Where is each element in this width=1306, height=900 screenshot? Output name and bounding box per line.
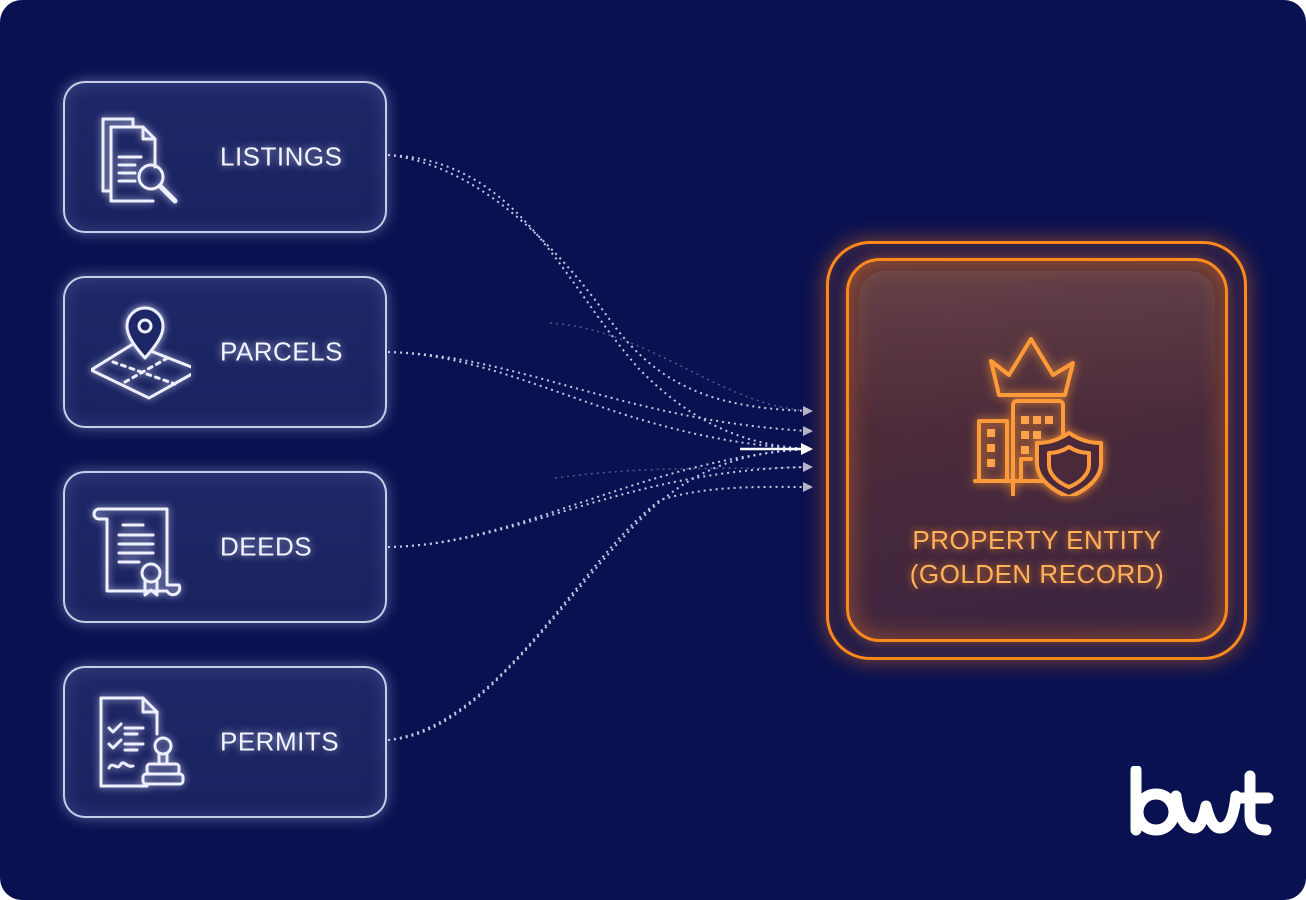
source-card-listings[interactable]: LISTINGS: [63, 81, 387, 233]
source-card-deeds[interactable]: DEEDS: [63, 471, 387, 623]
source-label: PERMITS: [220, 726, 340, 757]
golden-record-card[interactable]: PROPERTY ENTITY (GOLDEN RECORD): [846, 258, 1228, 642]
arrow-heads: [740, 406, 813, 492]
title-line-2: (GOLDEN RECORD): [909, 559, 1165, 589]
source-label: DEEDS: [220, 531, 313, 562]
golden-record-frame: [826, 241, 1247, 660]
golden-record-title: PROPERTY ENTITY (GOLDEN RECORD): [849, 523, 1225, 591]
source-card-parcels[interactable]: PARCELS: [63, 276, 387, 428]
source-label: LISTINGS: [220, 141, 343, 172]
source-card-permits[interactable]: PERMITS: [63, 666, 387, 818]
certificate-scroll-icon: [91, 499, 191, 599]
checklist-stamp-icon: [91, 694, 191, 794]
map-pin-parcel-icon: [89, 304, 201, 404]
source-label: PARCELS: [220, 336, 343, 367]
crown-building-shield-icon: [961, 311, 1111, 503]
document-search-icon: [91, 109, 191, 209]
title-line-1: PROPERTY ENTITY: [912, 525, 1162, 555]
bwt-logo: [1128, 764, 1274, 838]
